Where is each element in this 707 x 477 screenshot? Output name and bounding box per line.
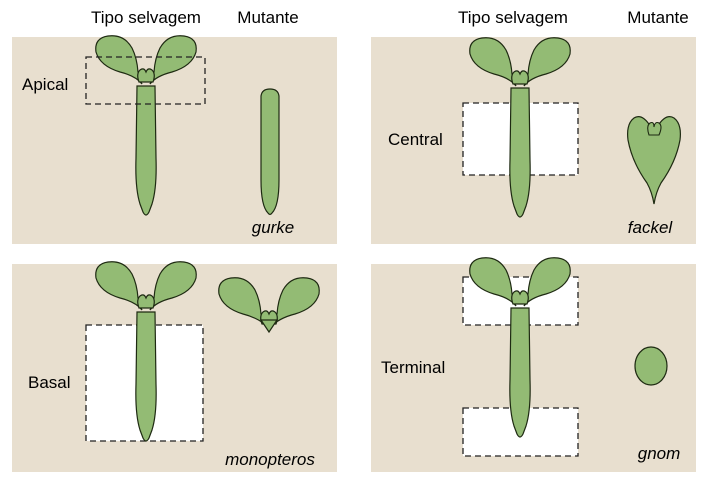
region-label-basal: Basal bbox=[28, 373, 71, 392]
panel-terminal: Terminal gnom bbox=[371, 258, 696, 472]
oval-ball-embryo-icon bbox=[635, 347, 667, 385]
region-label-apical: Apical bbox=[22, 75, 68, 94]
header-mutant-left: Mutante bbox=[237, 8, 298, 27]
mutant-name-gnom: gnom bbox=[638, 444, 681, 463]
mutant-name-gurke: gurke bbox=[252, 218, 295, 237]
mutant-name-monopteros: monopteros bbox=[225, 450, 315, 469]
heart-embryo-apex-icon bbox=[648, 123, 661, 136]
header-wild-type-left: Tipo selvagem bbox=[91, 8, 201, 27]
header-wild-type-right: Tipo selvagem bbox=[458, 8, 568, 27]
mutant-name-fackel: fackel bbox=[628, 218, 674, 237]
region-label-central: Central bbox=[388, 130, 443, 149]
region-label-terminal: Terminal bbox=[381, 358, 445, 377]
header-mutant-right: Mutante bbox=[627, 8, 688, 27]
panel-central: Central fackel bbox=[371, 37, 696, 244]
elongated-rod-embryo-icon bbox=[261, 89, 279, 215]
panel-apical: Apical gurke bbox=[12, 36, 337, 244]
panel-basal: Basal monopteros bbox=[12, 262, 337, 472]
